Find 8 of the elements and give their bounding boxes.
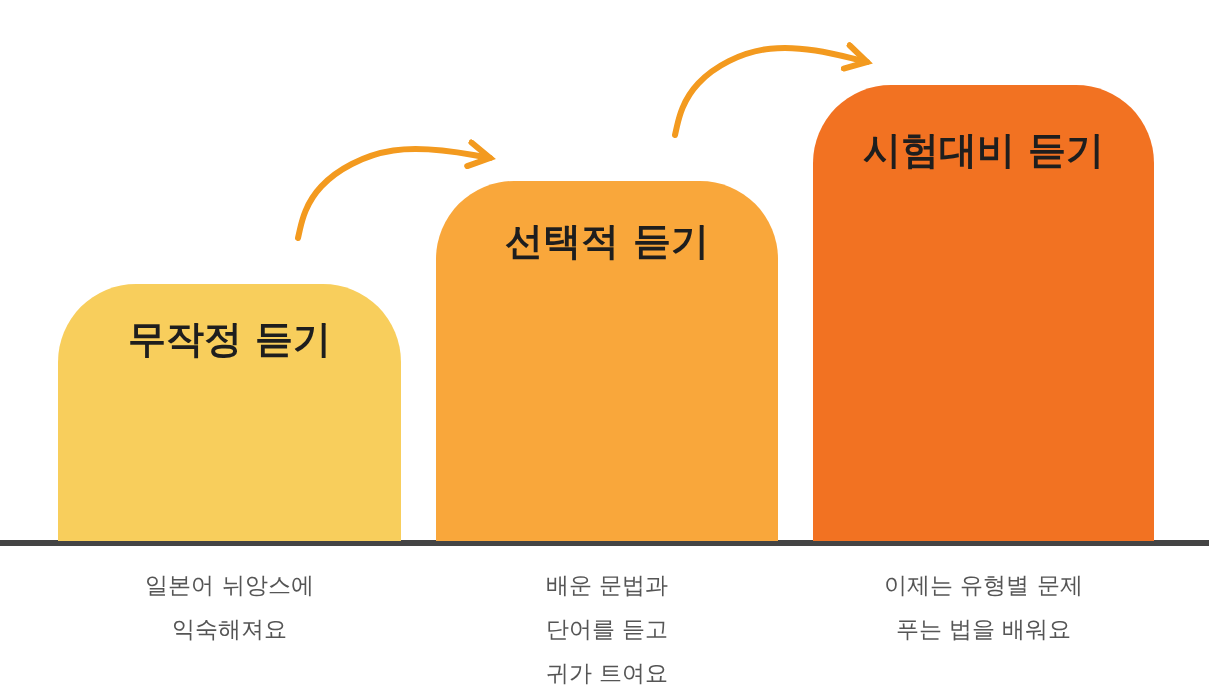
curved-arrow — [295, 139, 493, 241]
step-description: 일본어 뉘앙스에 익숙해져요 — [144, 571, 315, 644]
step-description: 이제는 유형별 문제 푸는 법을 배워요 — [883, 571, 1084, 644]
curved-arrow — [672, 42, 870, 138]
step-title: 무작정 듣기 — [126, 316, 333, 363]
step-description: 배운 문법과 단어를 듣고 귀가 트여요 — [544, 571, 670, 688]
step-title: 선택적 듣기 — [504, 218, 710, 265]
step-title: 시험대비 듣기 — [861, 127, 1106, 174]
